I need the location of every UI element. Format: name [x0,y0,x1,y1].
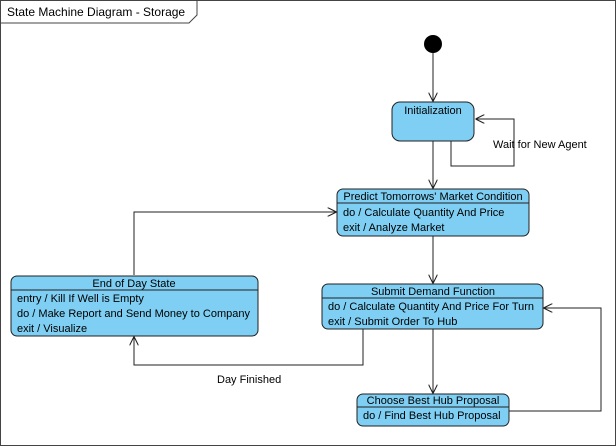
state-submit-activity: do / Calculate Quantity And Price For Tu… [328,301,534,313]
state-end-of-day-name: End of Day State [92,278,175,290]
wait-for-new-agent-label: Wait for New Agent [493,139,587,151]
state-submit-name: Submit Demand Function [371,286,495,298]
frame-title: State Machine Diagram - Storage [7,5,185,19]
state-choose-name: Choose Best Hub Proposal [367,395,500,407]
state-predict-activity: exit / Analyze Market [343,222,445,234]
state-predict-activity: do / Calculate Quantity And Price [343,207,504,219]
state-end-of-day-activity: entry / Kill If Well is Empty [17,293,144,305]
state-initialization-name: Initialization [404,105,461,117]
state-submit[interactable]: Submit Demand Function do / Calculate Qu… [321,283,544,330]
initial-node[interactable] [424,35,442,53]
transition-wait-self-loop[interactable] [450,119,515,167]
day-finished-label: Day Finished [217,374,281,386]
state-choose-best-hub[interactable]: Choose Best Hub Proposal do / Find Best … [356,393,510,427]
state-submit-activity: exit / Submit Order To Hub [328,316,457,328]
transition-submit-to-end-of-day[interactable] [134,329,364,366]
transition-choose-to-submit[interactable] [509,308,602,412]
state-predict[interactable]: Predict Tomorrows' Market Condition do /… [336,188,530,237]
state-choose-activity: do / Find Best Hub Proposal [363,410,501,422]
state-end-of-day[interactable]: End of Day State entry / Kill If Well is… [10,275,259,337]
state-predict-name: Predict Tomorrows' Market Condition [343,191,522,203]
state-end-of-day-activity: exit / Visualize [17,323,87,335]
frame-tab-shape [1,1,198,24]
state-initialization[interactable]: Initialization [391,101,475,142]
transition-end-of-day-to-predict[interactable] [133,212,336,275]
state-end-of-day-activity: do / Make Report and Send Money to Compa… [17,308,250,320]
